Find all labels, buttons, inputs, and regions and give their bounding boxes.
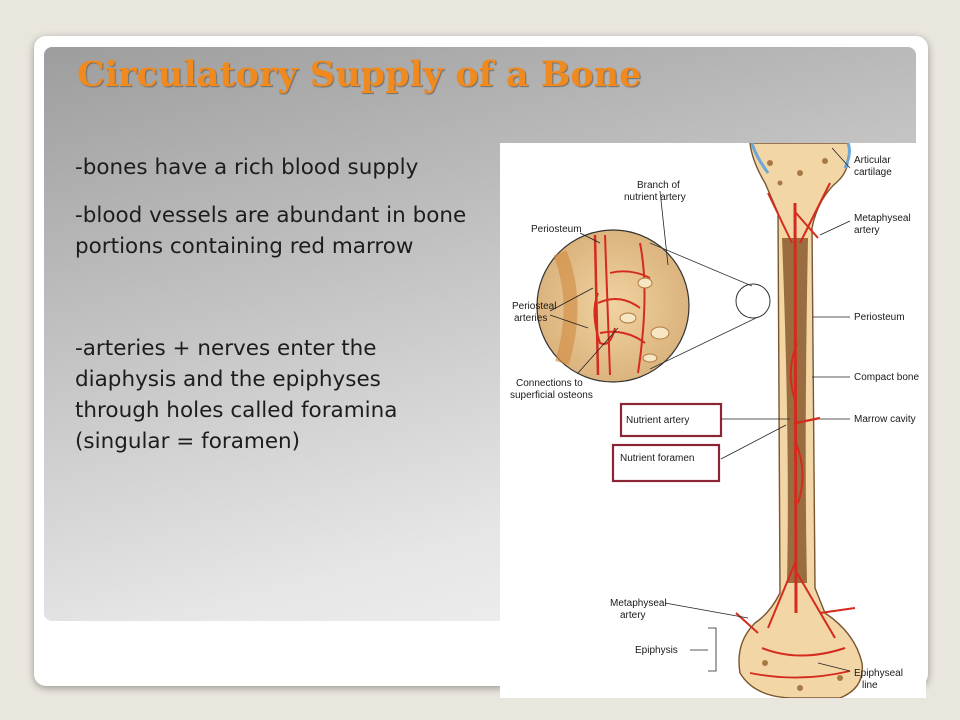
highlight-box-nutrient-artery [619,402,723,438]
slide-title: Circulatory Supply of a Bone [77,54,642,95]
bullet-1: -bones have a rich blood supply [75,155,419,180]
bullet-2: -blood vessels are abundant in bone port… [75,203,467,259]
label-epiphysis: Epiphysis [635,645,678,656]
label-marrow-cavity: Marrow cavity [854,414,916,425]
label-nutrient-foramen: Nutrient foramen [620,453,694,464]
label-periosteum-inset: Periosteum [531,224,582,235]
label-nutrient-artery: Nutrient artery [626,415,689,426]
inset-magnification [536,229,690,383]
label-compact-bone: Compact bone [854,372,919,383]
long-bone [735,143,864,698]
highlight-box-nutrient-foramen [611,443,721,483]
bullet-3: -arteries + nerves enter the diaphysis a… [75,336,398,454]
label-periosteum: Periosteum [854,312,905,323]
